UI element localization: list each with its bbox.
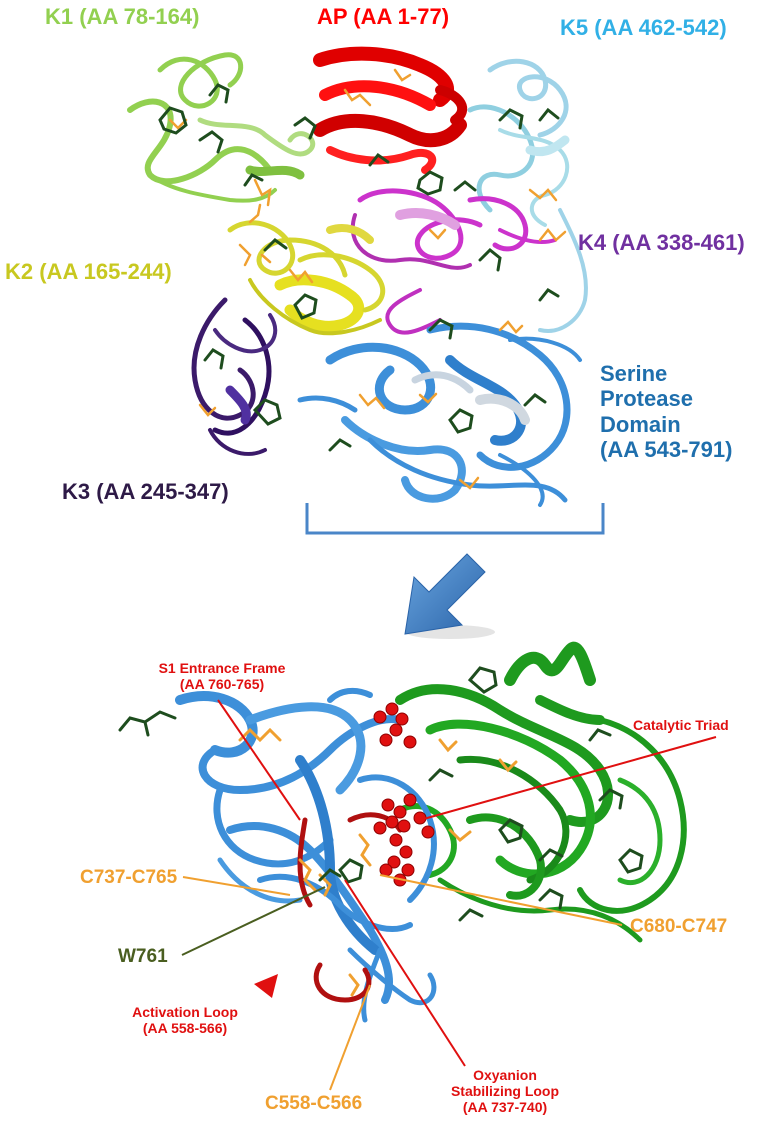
catalytic-triad-atoms [373, 702, 435, 887]
zoom-arrow-icon [404, 553, 495, 639]
k1-label: K1 (AA 78-164) [45, 4, 200, 29]
oxyanion-line-2: Stabilizing Loop [450, 1083, 560, 1100]
activation-line-2: (AA 558-566) [142, 1020, 228, 1037]
serine-domain-label: Serine Protease Domain (AA 543-791) [600, 361, 732, 462]
s1-entrance-label: S1 Entrance Frame (AA 760-765) [132, 660, 312, 692]
c558-c566-label: C558-C566 [265, 1093, 363, 1114]
c680-c747-label: C680-C747 [630, 916, 728, 937]
blue-ribbon [175, 687, 437, 1023]
k2-label: K2 (AA 165-244) [5, 259, 172, 284]
red-loops [297, 812, 403, 1003]
annotation-lines [181, 699, 717, 1091]
activation-line-1: Activation Loop [132, 1004, 238, 1020]
serine-ribbon [297, 322, 582, 507]
bottom-sidechains [118, 666, 644, 922]
top-structure [127, 46, 588, 507]
catalytic-triad-label: Catalytic Triad [633, 717, 729, 733]
oxyanion-label: Oxyanion Stabilizing Loop (AA 737-740) [430, 1067, 580, 1115]
oxyanion-line-1: Oxyanion [473, 1067, 537, 1083]
k5-ribbon [467, 58, 588, 333]
ap-ribbon [313, 46, 468, 174]
k3-ribbon [191, 297, 278, 456]
s1-line-1: S1 Entrance Frame [158, 660, 286, 676]
oxyanion-line-3: (AA 737-740) [462, 1099, 548, 1116]
c737-c765-label: C737-C765 [80, 867, 178, 888]
serine-line-2: Protease [600, 386, 693, 412]
serine-domain-bracket [305, 503, 605, 535]
bottom-structure [118, 641, 717, 1091]
k5-label: K5 (AA 462-542) [560, 15, 727, 40]
k2-ribbon [227, 220, 386, 336]
serine-line-1: Serine [600, 361, 668, 386]
k3-label: K3 (AA 245-347) [62, 479, 229, 504]
top-disulfides [168, 68, 567, 490]
activation-loop-label: Activation Loop (AA 558-566) [120, 1004, 250, 1036]
activation-triangle-icon [254, 974, 278, 998]
serine-line-4: (AA 543-791) [600, 436, 733, 462]
k4-ribbon [350, 188, 557, 335]
top-sidechains [158, 83, 560, 452]
w761-label: W761 [118, 946, 168, 967]
k4-label: K4 (AA 338-461) [578, 230, 745, 255]
ap-label: AP (AA 1-77) [317, 4, 450, 29]
green-ribbon [395, 641, 687, 943]
serine-line-3: Domain [600, 411, 681, 437]
s1-line-2: (AA 760-765) [179, 676, 265, 693]
k1-ribbon [127, 52, 315, 203]
